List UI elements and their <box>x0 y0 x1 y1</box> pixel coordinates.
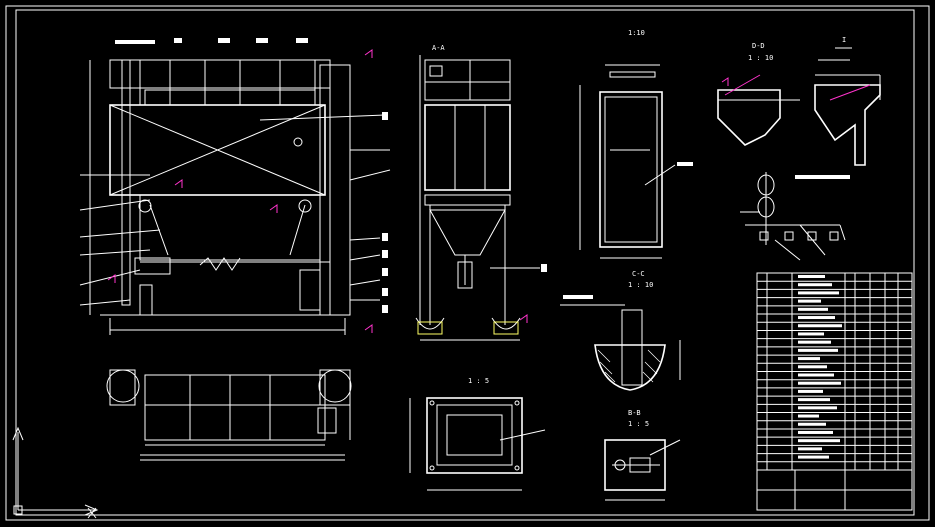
scale-b-b: 1 : 5 <box>628 420 649 428</box>
parts-list-cell-mark <box>798 422 826 426</box>
parts-list-cell-mark <box>798 332 824 336</box>
scale-d-d: 1 : 10 <box>748 54 773 62</box>
detail-view-c-c: C-C 1 : 10 <box>560 270 681 391</box>
side-view-a-a: A-A <box>415 44 547 341</box>
detail-view-d-d: D-D 1 : 10 <box>717 42 800 146</box>
parts-list-cell-mark <box>798 414 819 418</box>
parts-list-cell-mark <box>798 283 832 287</box>
parts-list-cell-mark <box>798 447 822 451</box>
outer-frame <box>5 5 930 521</box>
detail-view-upper: 1:10 <box>579 29 693 259</box>
label-b-b: B-B <box>628 409 641 417</box>
detail-view-ii <box>740 172 850 261</box>
label-a-a: A-A <box>432 44 445 52</box>
parts-list-cell-mark <box>798 365 827 369</box>
label-i: I <box>842 36 846 44</box>
parts-list-cell-mark <box>798 291 839 295</box>
plan-view <box>106 369 352 461</box>
parts-list-cell-mark <box>798 275 825 278</box>
ucs-icon <box>12 426 99 519</box>
parts-list-cell-mark <box>798 389 823 393</box>
parts-list-cell-mark <box>798 373 834 377</box>
inner-frame <box>15 9 915 516</box>
scale-lower: 1 : 5 <box>468 377 489 385</box>
label-top-mid: 1:10 <box>628 29 645 37</box>
parts-list-cell-mark <box>798 324 842 328</box>
label-d-d: D-D <box>752 42 765 50</box>
parts-list-cell-mark <box>798 357 820 361</box>
parts-list-cell-mark <box>798 455 829 459</box>
parts-list-cell-mark <box>798 381 841 385</box>
parts-list-cell-mark <box>798 398 830 402</box>
parts-list-cell-mark <box>798 307 828 311</box>
detail-view-b-b: B-B 1 : 5 <box>604 409 681 501</box>
parts-list-cell-mark <box>798 430 833 434</box>
main-elevation-view <box>79 38 391 335</box>
scale-c-c: 1 : 10 <box>628 281 653 289</box>
parts-list-table <box>756 272 913 511</box>
label-c-c: C-C <box>632 270 645 278</box>
parts-list-cell-mark <box>798 299 821 303</box>
parts-list-cell-mark <box>798 316 835 320</box>
detail-view-lower: 1 : 5 <box>409 377 546 491</box>
detail-view-i: I <box>814 36 881 166</box>
parts-list-cell-mark <box>798 340 831 344</box>
parts-list-cell-mark <box>798 439 840 443</box>
parts-list-cell-mark <box>798 406 837 410</box>
parts-list-cell-mark <box>798 348 838 352</box>
